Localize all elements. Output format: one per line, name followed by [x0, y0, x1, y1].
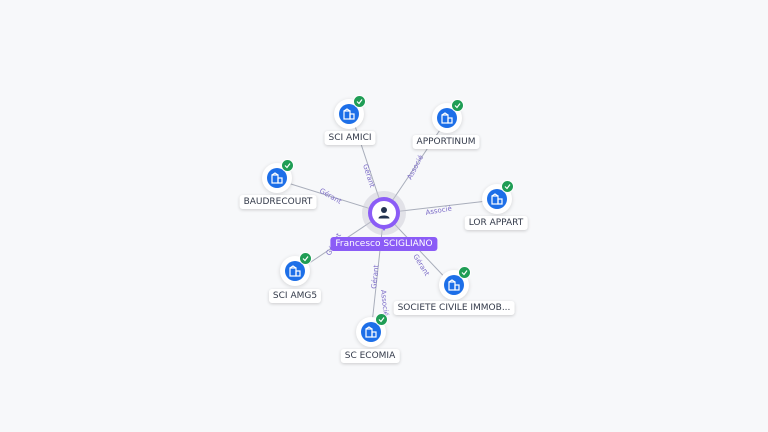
- company-label-amg5[interactable]: SCI AMG5: [268, 289, 322, 303]
- edge-baudrecourt: [275, 178, 385, 214]
- edge-label-amici: Gérant: [361, 163, 376, 189]
- check-icon: [284, 163, 291, 169]
- building-icon: [441, 112, 453, 124]
- person-label[interactable]: Francesco SCIGLIANO: [330, 237, 438, 251]
- edge-label-societe: Gérant: [411, 253, 431, 278]
- company-node-ecomia[interactable]: [356, 313, 388, 347]
- company-node-apportinum[interactable]: [432, 99, 464, 133]
- company-label-apportinum[interactable]: APPORTINUM: [412, 135, 480, 149]
- person-icon: [378, 207, 390, 219]
- building-icon: [365, 326, 377, 338]
- company-node-societe[interactable]: [439, 266, 471, 300]
- person-node[interactable]: [368, 197, 400, 231]
- company-node-lorappart[interactable]: [482, 180, 514, 214]
- check-icon: [454, 103, 461, 109]
- company-node-amg5[interactable]: [280, 252, 312, 286]
- edge-label-ecomia-associe: Associé: [379, 289, 390, 316]
- company-node-amici[interactable]: [334, 95, 366, 129]
- building-icon: [271, 172, 283, 184]
- edge-lorappart: [383, 197, 499, 214]
- company-label-baudrecourt[interactable]: BAUDRECOURT: [239, 195, 317, 209]
- edge-ecomia: [368, 212, 385, 336]
- building-icon: [289, 265, 301, 277]
- company-label-societe[interactable]: SOCIETE CIVILE IMMOB...: [393, 301, 515, 315]
- edge-label-apportinum: Associé: [406, 154, 425, 181]
- check-icon: [302, 256, 309, 262]
- edge-label-ecomia-gerant: Gérant: [370, 264, 380, 289]
- company-node-baudrecourt[interactable]: [262, 159, 294, 193]
- check-icon: [504, 184, 511, 190]
- edge-label-baudrecourt: Gérant: [318, 187, 343, 206]
- building-icon: [448, 279, 460, 291]
- company-label-ecomia[interactable]: SC ECOMIA: [340, 349, 400, 363]
- company-label-lorappart[interactable]: LOR APPART: [464, 216, 528, 230]
- company-label-amici[interactable]: SCI AMICI: [324, 131, 376, 145]
- check-icon: [378, 317, 385, 323]
- check-icon: [461, 270, 468, 276]
- building-icon: [343, 108, 355, 120]
- edge-label-lorappart: Associé: [425, 204, 452, 216]
- building-icon: [491, 193, 503, 205]
- check-icon: [356, 99, 363, 105]
